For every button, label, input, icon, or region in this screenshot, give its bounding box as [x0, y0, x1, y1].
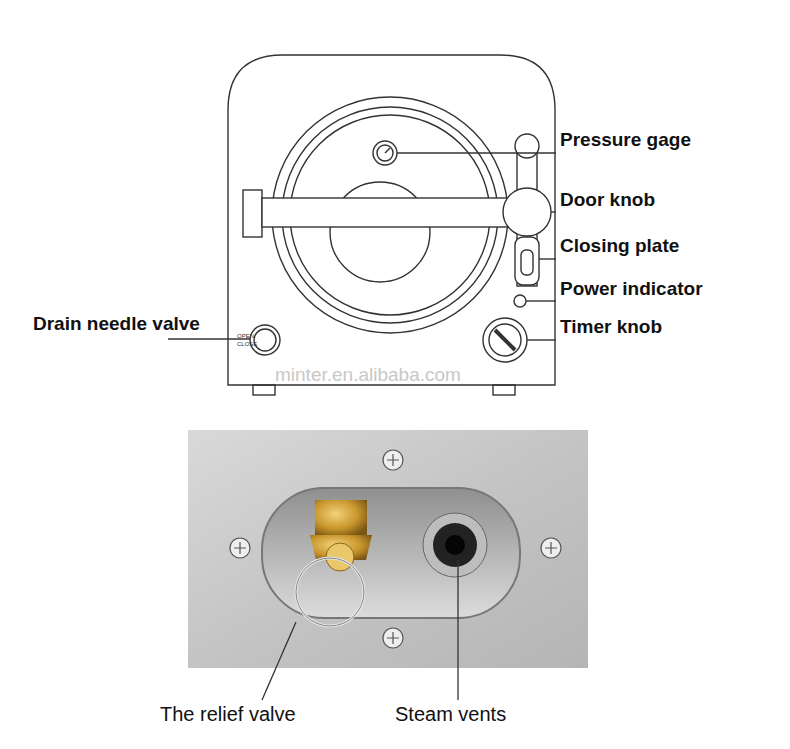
part-label: Power indicator — [560, 278, 703, 300]
valve-marking: OPEN — [237, 333, 254, 339]
part-label: The relief valve — [160, 703, 296, 726]
part-label: Drain needle valve — [33, 313, 200, 335]
watermark: minter.en.alibaba.com — [275, 364, 461, 386]
part-label: Pressure gage — [560, 129, 691, 151]
part-label: Steam vents — [395, 703, 506, 726]
part-label: Timer knob — [560, 316, 662, 338]
part-label: Door knob — [560, 189, 655, 211]
part-label: Closing plate — [560, 235, 679, 257]
valve-marking: CLOSE — [237, 341, 257, 347]
